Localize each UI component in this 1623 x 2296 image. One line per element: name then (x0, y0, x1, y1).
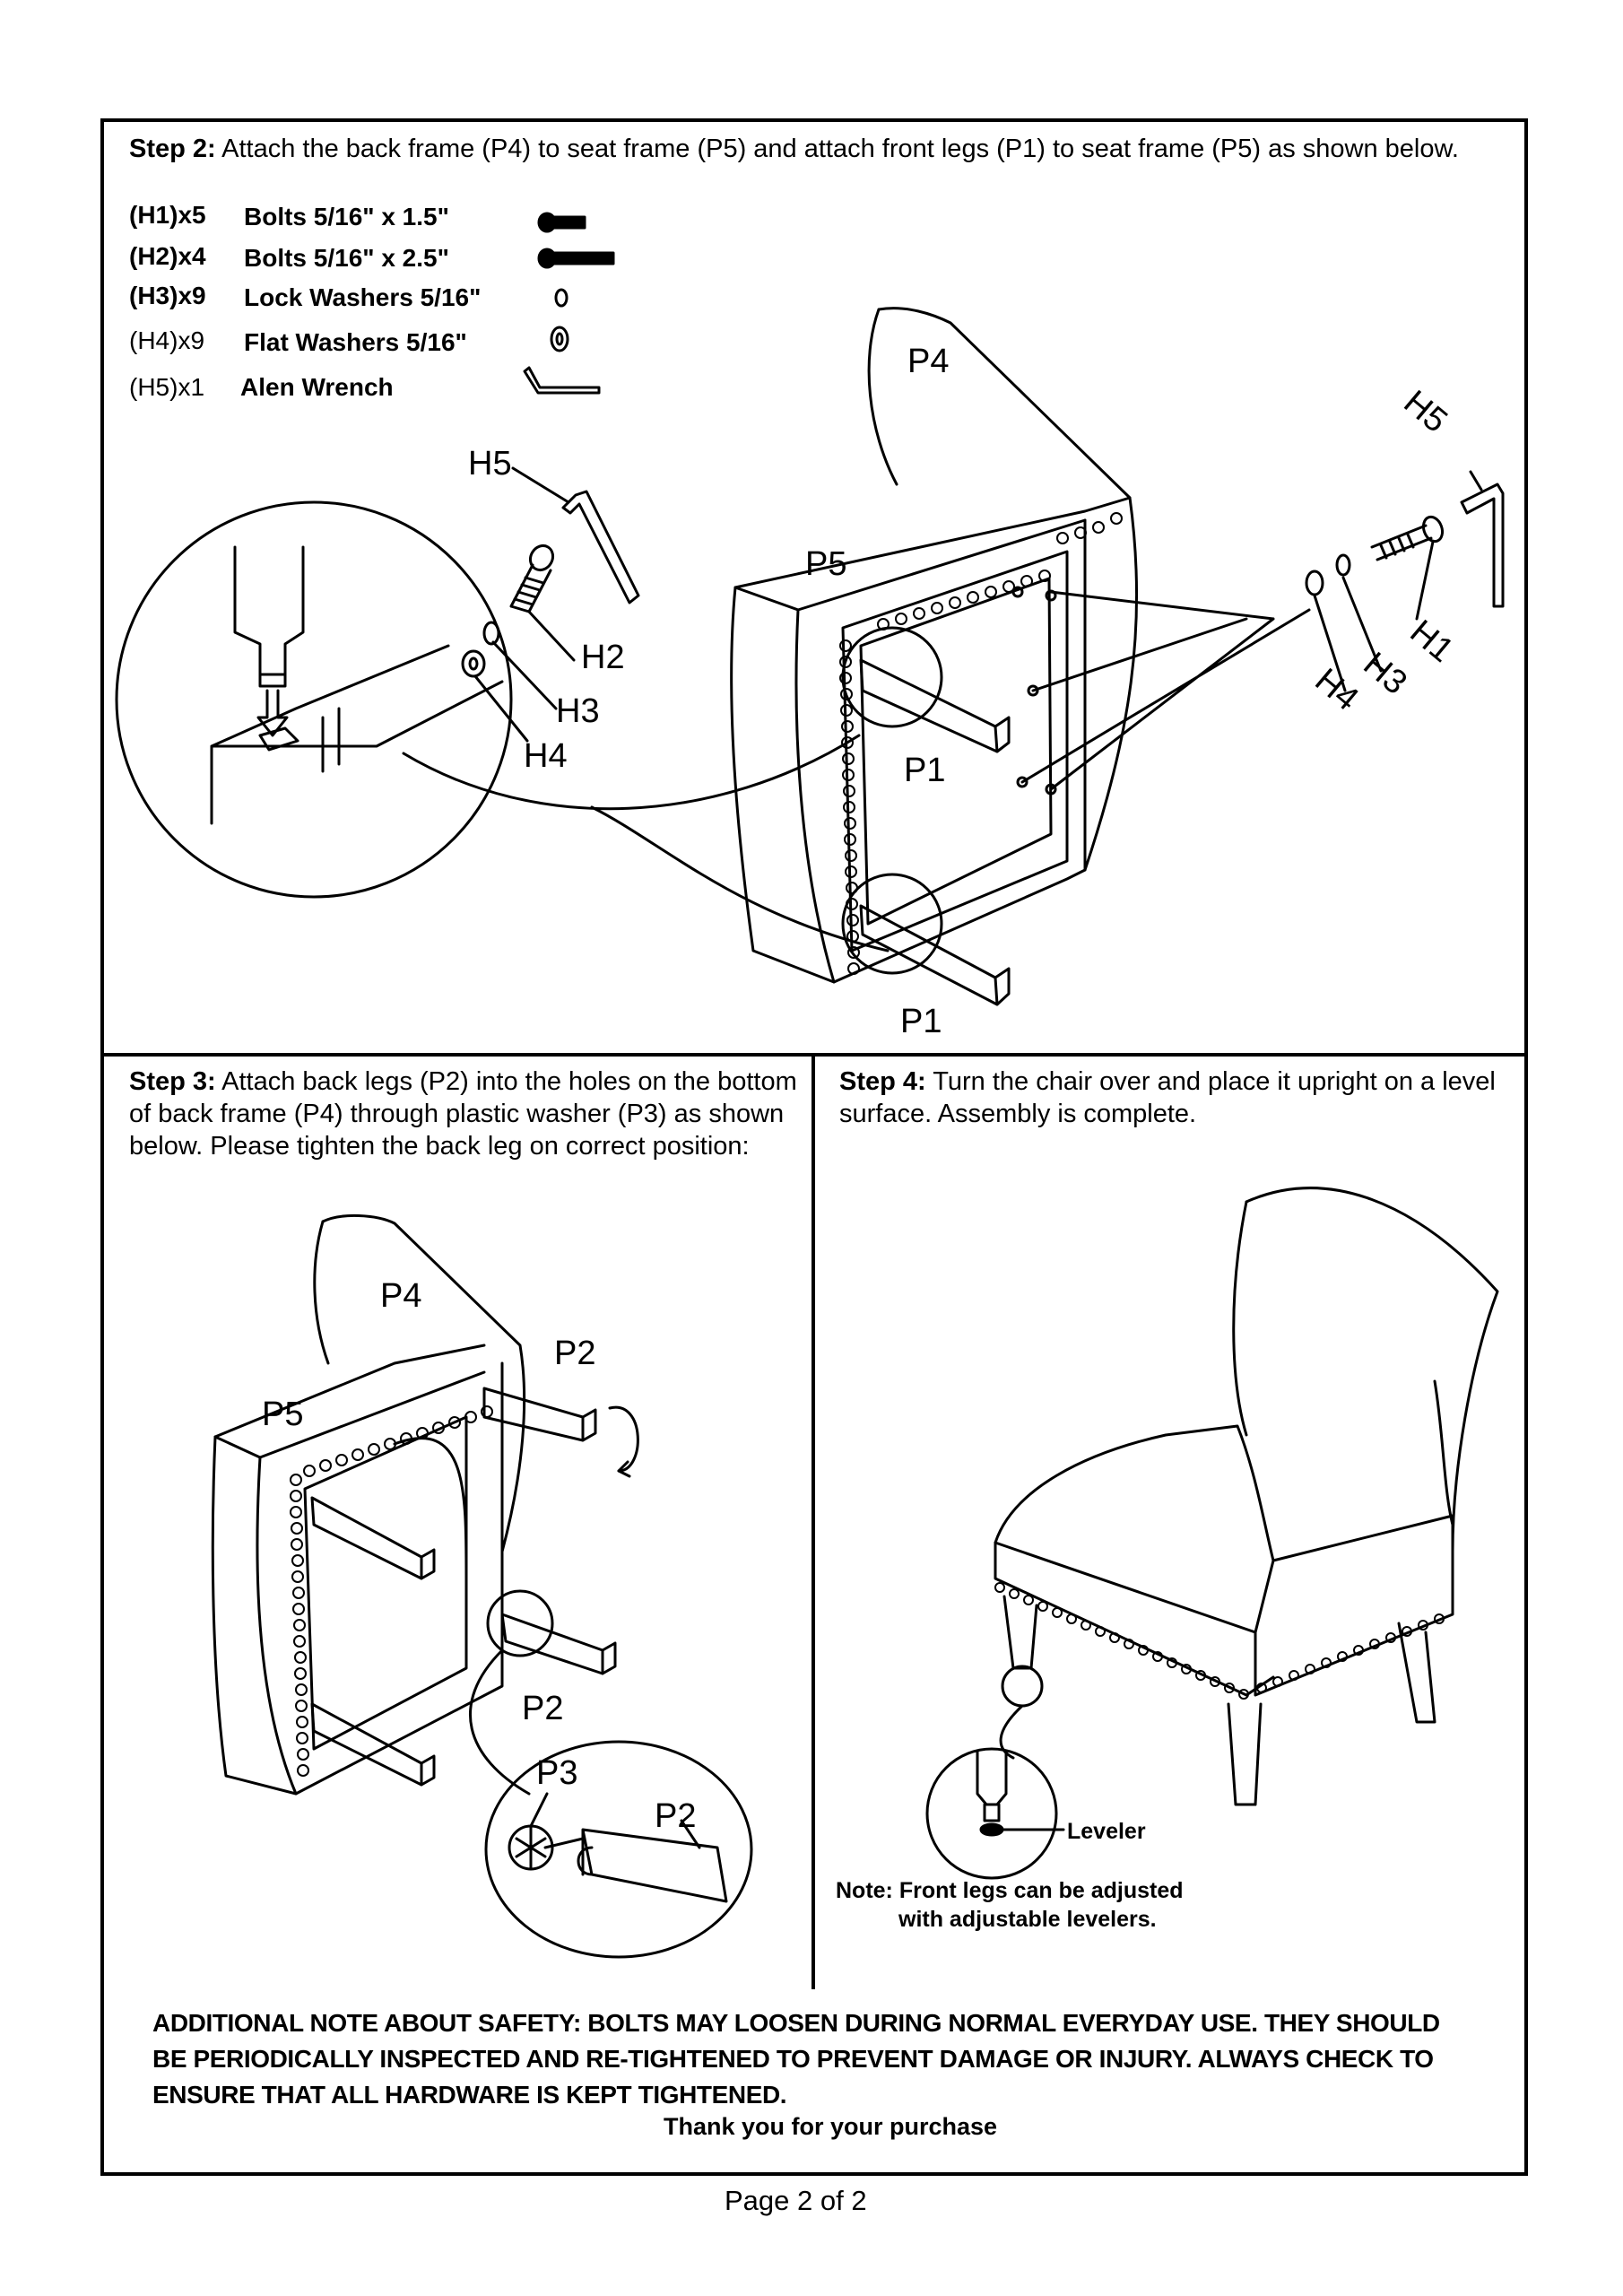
hardware-code-h3: (H3)x9 (129, 282, 206, 309)
hardware-code-h1: (H1)x5 (129, 201, 206, 229)
step3-chair-drawing (211, 1214, 639, 1796)
thanks-message: Thank you for your purchase (664, 2113, 998, 2140)
label-h5: H5 (468, 445, 512, 483)
label-p2: P2 (554, 1335, 596, 1372)
label-p2: P2 (655, 1797, 697, 1835)
hardware-desc-h4: Flat Washers 5/16" (244, 328, 467, 356)
hardware-code-h4: (H4)x9 (129, 326, 205, 354)
hardware-desc-h1: Bolts 5/16" x 1.5" (244, 203, 449, 230)
bolt-short-icon (537, 212, 586, 233)
label-p5: P5 (262, 1396, 304, 1433)
hardware-code-h2: (H2)x4 (129, 242, 206, 270)
step2-chair-drawing (730, 307, 1139, 1006)
nailhead-trim (290, 1405, 493, 1777)
label-p1: P1 (904, 752, 946, 789)
step2-instructions: Step 2: Attach the back frame (P4) to se… (129, 133, 1483, 165)
label-p5: P5 (805, 545, 847, 583)
hardware-desc-h2: Bolts 5/16" x 2.5" (244, 244, 449, 272)
nailhead-trim (839, 512, 1123, 975)
safety-note: ADDITIONAL NOTE ABOUT SAFETY: BOLTS MAY … (152, 2009, 1440, 2109)
lock-washer-icon (1335, 553, 1351, 577)
step4-text: Turn the chair over and place it upright… (839, 1067, 1496, 1128)
hardware-code-h5: (H5)x1 (129, 373, 205, 401)
hardware-desc-h5: Alen Wrench (240, 373, 394, 401)
flat-washer-icon (550, 326, 569, 352)
hardware-desc-h3: Lock Washers 5/16" (244, 283, 482, 311)
step4-instructions: Step 4: Turn the chair over and place it… (839, 1065, 1503, 1130)
leveler-label: Leveler (1067, 1819, 1146, 1844)
flat-washer-icon (461, 649, 486, 678)
allen-wrench-icon (523, 366, 601, 395)
page-number: Page 2 of 2 (725, 2185, 867, 2216)
lock-washer-icon (554, 288, 568, 308)
allen-wrench-icon (1460, 483, 1505, 608)
step4-leveler-detail (925, 1747, 1065, 1880)
label-p4: P4 (380, 1277, 422, 1315)
bolt-short-icon (1370, 515, 1445, 561)
step3-detail-circle (484, 1740, 753, 1959)
nailhead-trim (994, 1582, 1445, 1700)
step3-instructions: Step 3: Attach back legs (P2) into the h… (129, 1065, 802, 1162)
step3-text: Attach back legs (P2) into the holes on … (129, 1067, 797, 1161)
label-h2: H2 (581, 639, 625, 676)
label-p3: P3 (536, 1754, 578, 1792)
label-p1: P1 (900, 1003, 942, 1040)
bolt-long-icon (509, 544, 576, 662)
label-h4: H4 (524, 737, 568, 775)
divider-step3-step4 (812, 1055, 815, 1989)
step3-heading: Step 3: (129, 1067, 216, 1096)
step4-note-line1: Note: Front legs can be adjusted (836, 1878, 1184, 1903)
allen-wrench-icon (561, 490, 640, 604)
flat-washer-icon (1305, 570, 1324, 596)
lock-washer-icon (482, 621, 500, 646)
step2-text: Attach the back frame (P4) to seat frame… (221, 135, 1459, 163)
page-border (100, 118, 1528, 2176)
step4-heading: Step 4: (839, 1067, 926, 1096)
step2-heading: Step 2: (129, 135, 216, 163)
label-h3: H3 (556, 692, 600, 730)
label-p4: P4 (907, 343, 950, 380)
step4-note-line2: with adjustable levelers. (898, 1907, 1157, 1932)
label-p2: P2 (522, 1690, 564, 1727)
step4-chair-drawing (994, 1187, 1499, 1806)
step2-detail-circle (115, 500, 513, 899)
bolt-long-icon (537, 248, 615, 269)
